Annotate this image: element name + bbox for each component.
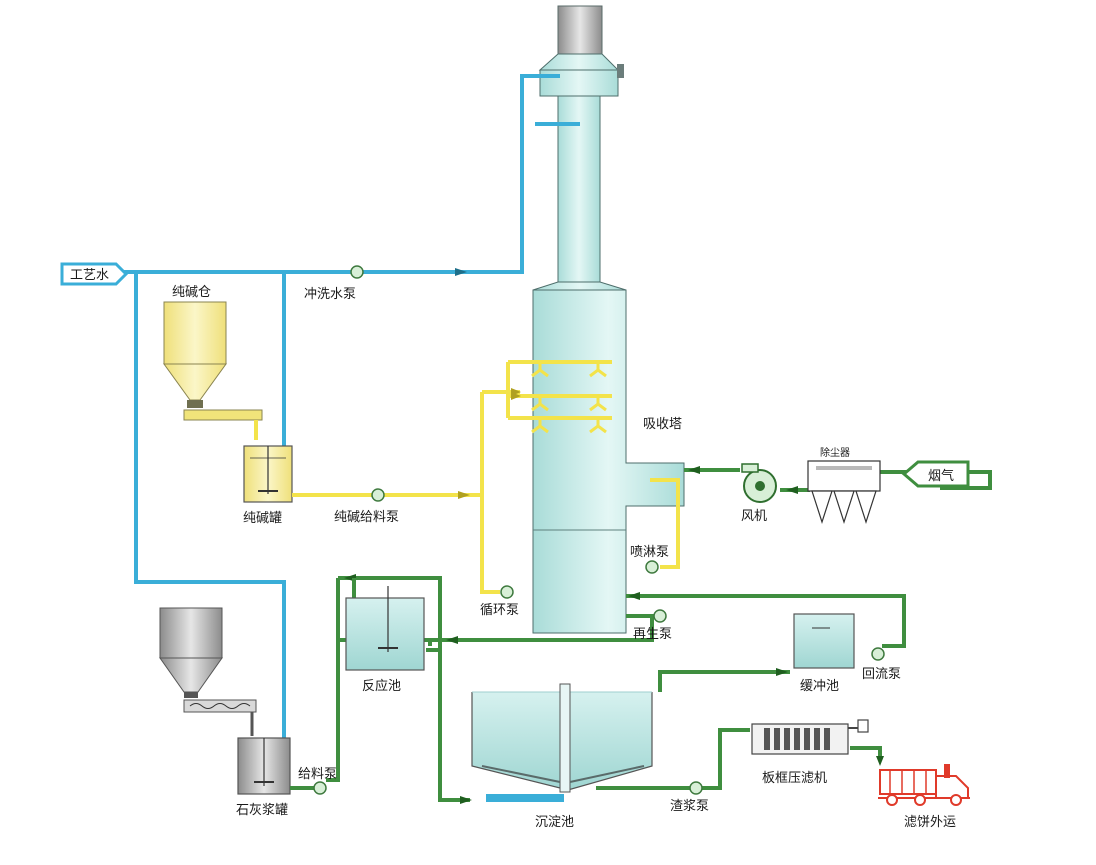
filter-press-label: 板框压滤机 — [762, 771, 827, 786]
soda-screw-conveyor — [183, 409, 263, 440]
spray-nozzles — [511, 362, 607, 434]
process-water-lines — [124, 74, 580, 738]
process-water-inlet: 工艺水 — [60, 262, 129, 286]
settling-tank: 沉淀池 — [471, 683, 653, 830]
feed-pump-label: 给料泵 — [298, 767, 337, 782]
return-pump: 回流泵 — [862, 647, 901, 682]
flush-water-pump: 冲洗水泵 — [304, 265, 364, 302]
soda-silo: 纯碱仓 — [163, 285, 227, 408]
cake-out-label: 滤饼外运 — [904, 815, 956, 830]
process-water-label: 工艺水 — [70, 268, 109, 283]
settling-tank-label: 沉淀池 — [535, 815, 574, 830]
dust-collector-label: 除尘器 — [820, 446, 850, 459]
return-pump-label: 回流泵 — [862, 667, 901, 682]
spray-pump: 喷淋泵 — [630, 545, 669, 574]
soda-lines — [292, 360, 680, 594]
lime-slurry-tank: 石灰浆罐 — [236, 737, 291, 818]
soda-tank-label: 纯碱罐 — [243, 511, 282, 526]
circulation-pump: 循环泵 — [480, 585, 519, 618]
soda-feed-pump-label: 纯碱给料泵 — [334, 510, 399, 525]
soda-tank: 纯碱罐 — [243, 445, 293, 526]
spray-pump-label: 喷淋泵 — [630, 545, 669, 560]
absorber-tower — [532, 5, 685, 634]
absorber-label: 吸收塔 — [643, 417, 682, 432]
slurry-pump-label: 渣浆泵 — [670, 799, 709, 814]
filter-press: 板框压滤机 — [751, 719, 869, 786]
soda-silo-label: 纯碱仓 — [172, 285, 211, 300]
fan: 风机 — [741, 463, 777, 524]
lime-silo — [159, 607, 223, 698]
dust-collector: 除尘器 — [807, 446, 881, 524]
buffer-tank: 缓冲池 — [793, 613, 855, 694]
flue-gas-label: 烟气 — [928, 468, 954, 484]
reaction-tank-label: 反应池 — [362, 678, 401, 694]
buffer-tank-label: 缓冲池 — [800, 679, 839, 694]
truck-icon — [878, 764, 970, 806]
slurry-pump: 渣浆泵 — [670, 781, 709, 814]
flue-gas-inlet: 烟气 — [901, 460, 970, 488]
regeneration-lines — [326, 574, 906, 804]
soda-feed-pump: 纯碱给料泵 — [334, 488, 399, 525]
fan-label: 风机 — [741, 509, 767, 524]
regen-pump: 再生泵 — [633, 609, 672, 642]
lime-screw-conveyor — [183, 699, 257, 736]
feed-pump: 给料泵 — [298, 767, 337, 795]
circ-pump-label: 循环泵 — [480, 603, 519, 618]
reaction-tank: 反应池 — [345, 586, 425, 694]
lime-tank-label: 石灰浆罐 — [236, 803, 288, 818]
regen-pump-label: 再生泵 — [633, 627, 672, 642]
flush-pump-label: 冲洗水泵 — [304, 287, 356, 302]
